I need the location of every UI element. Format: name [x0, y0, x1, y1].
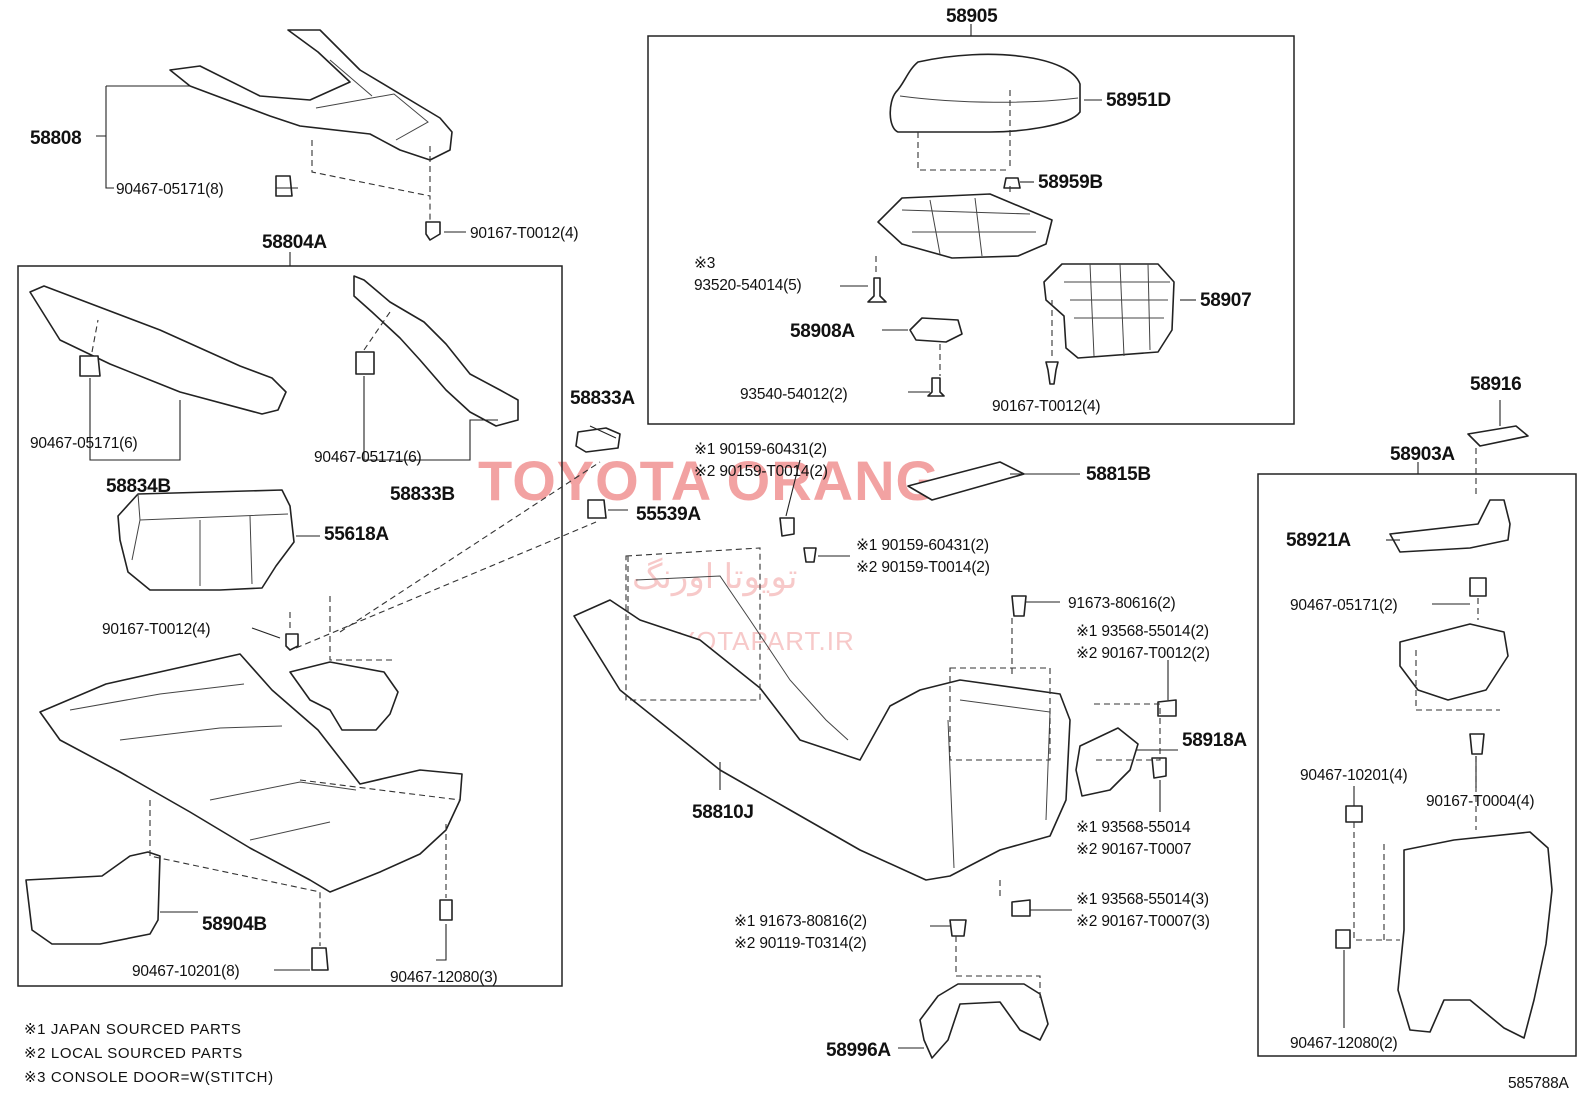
part-90467-clip-f [1469, 577, 1487, 597]
label-58804A: 58804A [262, 232, 327, 253]
part-58921A-trim [1389, 499, 1511, 553]
label-90467-05171-6-right: 90467-05171(6) [314, 449, 422, 466]
label-90167-T0004-4: 90167-T0004(4) [1426, 793, 1534, 810]
label-90159-T0014-a: ※2 90159-T0014(2) [694, 463, 828, 480]
label-90119-T0314: ※2 90119-T0314(2) [734, 935, 867, 952]
label-55539A: 55539A [636, 504, 701, 525]
part-90467-clip-e [439, 899, 453, 921]
part-91673-bolt-b [949, 919, 967, 937]
part-93568-bolt-c [1011, 899, 1031, 917]
label-91673-80816: ※1 91673-80816(2) [734, 913, 867, 930]
label-58996A: 58996A [826, 1040, 891, 1061]
part-cup-piece [289, 661, 399, 731]
label-93540-54012: 93540-54012(2) [740, 386, 848, 403]
label-58916: 58916 [1470, 374, 1521, 395]
label-58903A: 58903A [1390, 444, 1455, 465]
part-93540-screw [927, 377, 945, 397]
footnote-2: ※2 LOCAL SOURCED PARTS [24, 1045, 243, 1062]
watermark-main: TOYOTA ORANG [478, 449, 940, 512]
watermark-farsi: تویوتا اورنگ [632, 557, 798, 597]
part-93568-bolt-a [1157, 699, 1177, 717]
label-58815B: 58815B [1086, 464, 1151, 485]
label-90159-T0014-b: ※2 90159-T0014(2) [856, 559, 990, 576]
part-armrest-bracket [877, 193, 1053, 259]
label-93568-55014-2: ※1 93568-55014(2) [1076, 623, 1209, 640]
part-58916-pad [1467, 425, 1529, 447]
label-58808: 58808 [30, 128, 81, 149]
label-58921A: 58921A [1286, 530, 1351, 551]
part-90167-bolt-d [1469, 733, 1485, 755]
label-58951D: 58951D [1106, 90, 1171, 111]
label-93568-55014: ※1 93568-55014 [1076, 819, 1191, 836]
label-90467-05171-2: 90467-05171(2) [1290, 597, 1398, 614]
label-58834B: 58834B [106, 476, 171, 497]
part-91673-bolt [1011, 595, 1027, 617]
label-note3-mark: ※3 [694, 255, 715, 272]
part-55618A-cup-holder [117, 489, 295, 591]
part-58833A [575, 427, 621, 453]
label-58907: 58907 [1200, 290, 1251, 311]
label-58904B: 58904B [202, 914, 267, 935]
diagram-code: 585788A [1508, 1075, 1570, 1092]
part-58810J-console [573, 599, 1071, 881]
part-93520-screw [867, 277, 887, 303]
footnote-1: ※1 JAPAN SOURCED PARTS [24, 1021, 241, 1038]
part-55539A [587, 499, 607, 519]
part-90167-bolt-b [425, 221, 441, 241]
label-93520-54014: 93520-54014(5) [694, 277, 802, 294]
label-90167-T0012-mid: 90167-T0012(4) [102, 621, 210, 638]
label-90167-T0012-box: 90167-T0012(4) [992, 398, 1100, 415]
part-90167-bolt-a [1045, 361, 1059, 385]
part-93568-bolt-b [1151, 757, 1167, 779]
part-58903A-panel [1397, 831, 1553, 1039]
label-90467-12080-3: 90467-12080(3) [390, 969, 498, 986]
label-90167-T0012-2: ※2 90167-T0012(2) [1076, 645, 1210, 662]
label-58833A: 58833A [570, 388, 635, 409]
label-58833B: 58833B [390, 484, 455, 505]
label-90467-12080-2: 90467-12080(2) [1290, 1035, 1398, 1052]
label-58908A: 58908A [790, 321, 855, 342]
part-90467-clip-h [1335, 929, 1351, 949]
part-90467-clip-a [275, 175, 293, 197]
label-90467-10201-4: 90467-10201(4) [1300, 767, 1408, 784]
watermark: TOYOTA ORANG تویوتا اورنگ TOYOTAPART.IR [478, 449, 940, 656]
part-tray [1399, 623, 1509, 701]
label-90467-05171-6-left: 90467-05171(6) [30, 435, 138, 452]
footnote-3: ※3 CONSOLE DOOR=W(STITCH) [24, 1069, 274, 1086]
part-console-lower [39, 653, 463, 893]
label-58918A: 58918A [1182, 730, 1247, 751]
part-58833B-trim [353, 275, 519, 427]
part-90467-clip-d [311, 947, 329, 971]
part-58951D-armrest-lid [889, 53, 1081, 133]
part-90467-clip-g [1345, 805, 1363, 823]
label-90159-60431-a: ※1 90159-60431(2) [694, 441, 827, 458]
part-58908A-plate [909, 317, 963, 343]
label-55618A: 55618A [324, 524, 389, 545]
label-58810J: 58810J [692, 802, 754, 823]
label-58905: 58905 [946, 6, 998, 27]
part-90159-bolt-a [779, 517, 795, 537]
part-58904B-mat [25, 851, 161, 945]
label-90159-60431-b: ※1 90159-60431(2) [856, 537, 989, 554]
part-58834B-trim [29, 285, 287, 415]
label-91673-80616: 91673-80616(2) [1068, 595, 1176, 612]
label-93568-55014-3: ※1 93568-55014(3) [1076, 891, 1209, 908]
part-58808-panel [169, 29, 453, 161]
part-90467-clip-b [79, 355, 101, 377]
part-58907-box [1043, 263, 1175, 359]
label-90167-T0007: ※2 90167-T0007 [1076, 841, 1191, 858]
part-58996A-bracket [919, 983, 1049, 1059]
part-58918A-bracket [1075, 727, 1139, 797]
part-58959B-screw [1003, 177, 1021, 189]
label-90167-T0012-top: 90167-T0012(4) [470, 225, 578, 242]
label-90467-05171-8: 90467-05171(8) [116, 181, 224, 198]
label-90467-10201-8: 90467-10201(8) [132, 963, 240, 980]
label-58959B: 58959B [1038, 172, 1103, 193]
part-90467-clip-c [355, 351, 375, 375]
label-90167-T0007-3: ※2 90167-T0007(3) [1076, 913, 1210, 930]
group-box-58903A [1257, 473, 1577, 1057]
part-90159-bolt-b [803, 547, 817, 563]
part-90167-bolt-c [285, 633, 299, 651]
